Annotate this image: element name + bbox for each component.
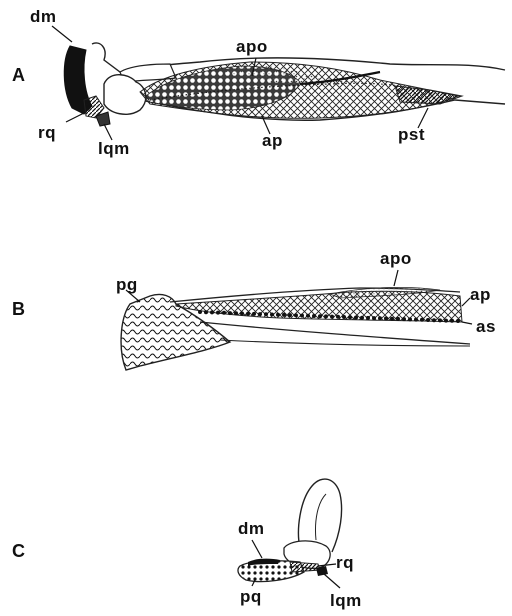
as-dot	[276, 313, 280, 317]
as-dot	[204, 310, 208, 314]
as-dot	[450, 319, 454, 323]
label-a-pst: pst	[398, 126, 425, 143]
as-dot	[312, 314, 316, 318]
as-dot	[288, 313, 292, 317]
as-dot	[342, 315, 346, 319]
panel-b-drawing	[121, 270, 472, 370]
as-dot	[210, 310, 214, 314]
as-dot	[300, 314, 304, 318]
as-dot	[366, 316, 370, 320]
as-dot	[426, 318, 430, 322]
as-dot	[372, 316, 376, 320]
as-dot	[216, 311, 220, 315]
label-b-as: as	[476, 318, 496, 335]
as-dot	[384, 317, 388, 321]
as-dot	[252, 312, 256, 316]
panel-label-a: A	[12, 66, 25, 84]
label-c-rq: rq	[336, 554, 354, 571]
as-dot	[234, 311, 238, 315]
as-dot	[360, 316, 364, 320]
as-dot	[324, 314, 328, 318]
as-dot	[246, 312, 250, 316]
label-a-lqm: lqm	[98, 140, 130, 157]
label-b-ap: ap	[470, 286, 491, 303]
as-dot	[438, 318, 442, 322]
as-dot	[420, 318, 424, 322]
as-dot	[348, 315, 352, 319]
label-a-apo: apo	[236, 38, 268, 55]
as-dot	[456, 319, 460, 323]
as-dot	[378, 316, 382, 320]
as-dot	[240, 312, 244, 316]
as-dot	[408, 317, 412, 321]
as-dot	[396, 317, 400, 321]
as-dot	[444, 319, 448, 323]
as-dot	[330, 315, 334, 319]
label-c-pq: pq	[240, 588, 262, 605]
as-dot	[354, 316, 358, 320]
as-dot	[282, 313, 286, 317]
as-dot	[294, 313, 298, 317]
label-a-ap: ap	[262, 132, 283, 149]
as-dot	[390, 317, 394, 321]
as-dot	[336, 315, 340, 319]
as-dot	[270, 313, 274, 317]
c-rq-region	[290, 562, 320, 572]
label-c-lqm: lqm	[330, 592, 362, 609]
label-c-dm: dm	[238, 520, 265, 537]
label-b-pg: pg	[116, 276, 138, 293]
label-b-apo: apo	[380, 250, 412, 267]
as-dot	[258, 312, 262, 316]
as-dot	[222, 311, 226, 315]
panel-label-b: B	[12, 300, 25, 318]
as-dot	[318, 314, 322, 318]
as-dot	[198, 310, 202, 314]
as-dot	[432, 318, 436, 322]
label-a-dm: dm	[30, 8, 57, 25]
as-dot	[306, 314, 310, 318]
label-a-rq: rq	[38, 124, 56, 141]
panel-a-drawing	[52, 26, 505, 140]
as-dot	[264, 312, 268, 316]
panel-label-c: C	[12, 542, 25, 560]
as-dot	[228, 311, 232, 315]
as-dot	[414, 318, 418, 322]
as-dot	[402, 317, 406, 321]
